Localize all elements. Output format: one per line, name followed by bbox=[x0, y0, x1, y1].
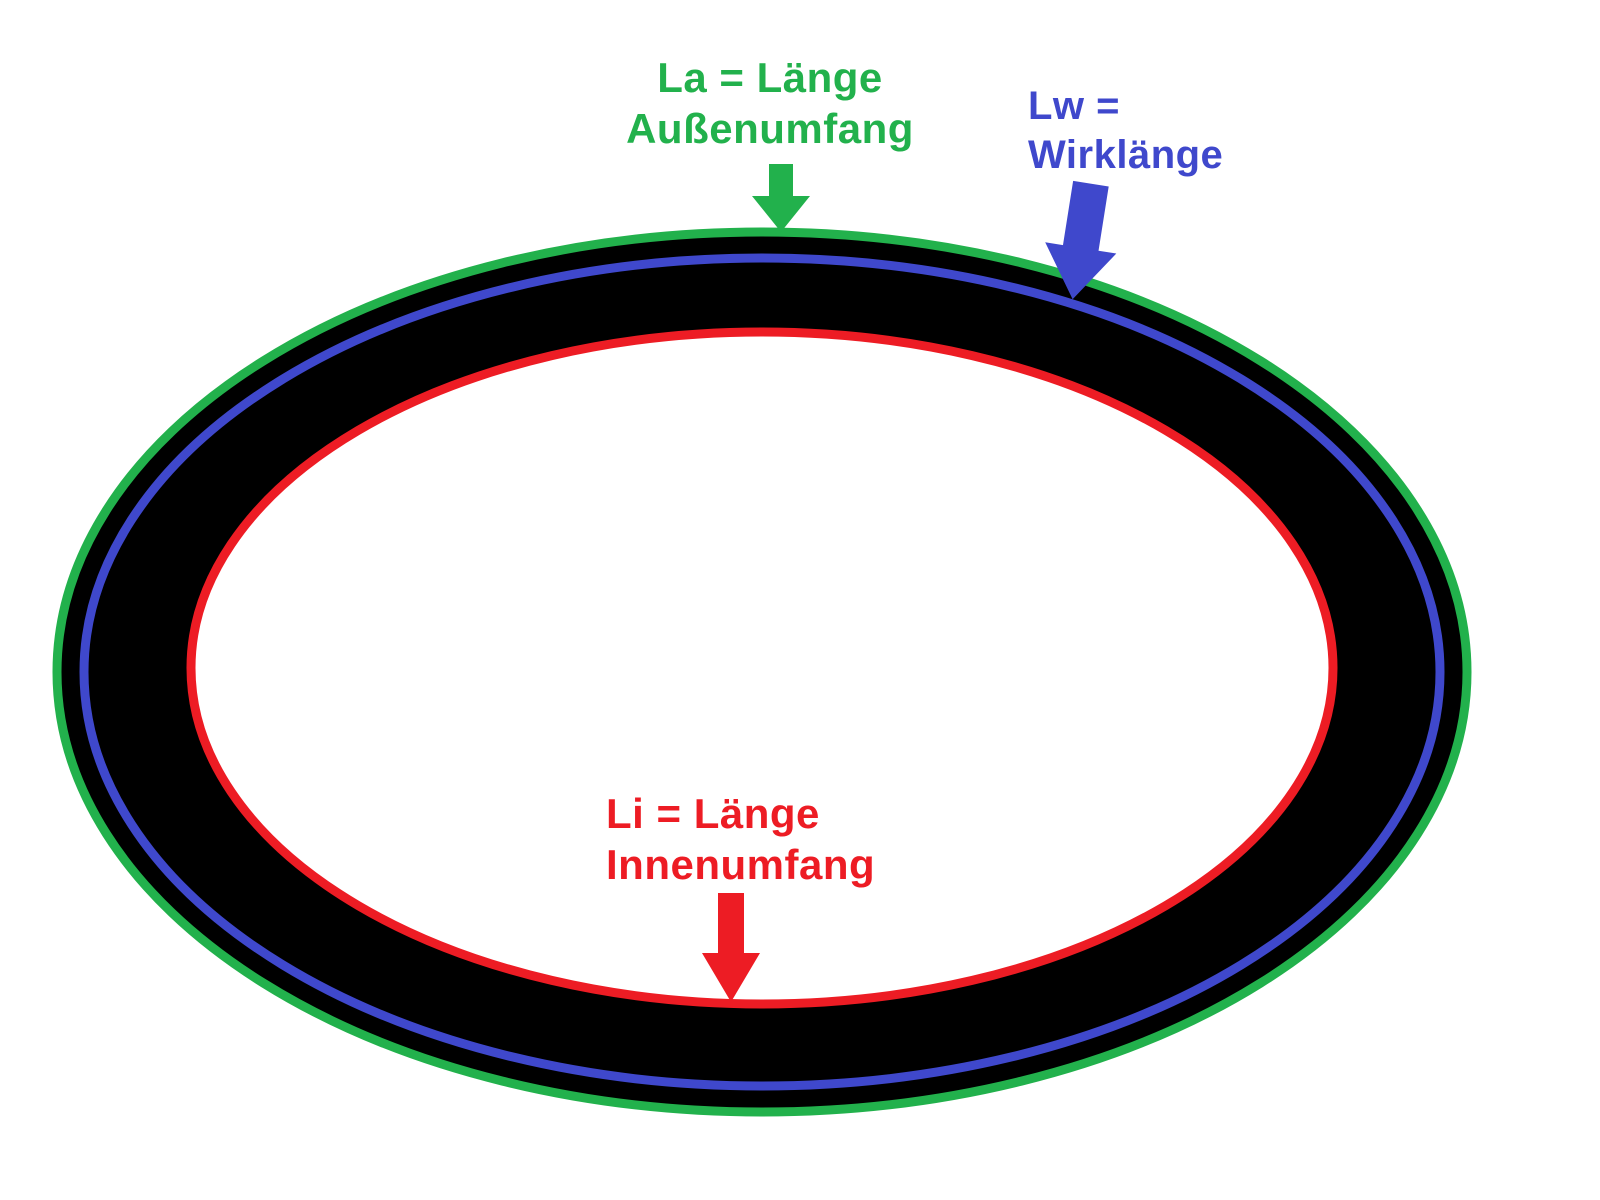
outer-circumference-label: La = Länge Außenumfang bbox=[560, 52, 980, 154]
effective-length-label: Lw = Wirklänge bbox=[1028, 82, 1223, 180]
inner-circumference-arrow-icon bbox=[702, 893, 760, 1002]
effective-length-label-line1: Lw = bbox=[1028, 84, 1121, 128]
outer-circumference-label-line2: Außenumfang bbox=[626, 105, 914, 153]
outer-circumference-arrow-icon bbox=[752, 164, 810, 232]
inner-circumference-label-line1: Li = Länge bbox=[606, 790, 820, 837]
effective-length-label-line2: Wirklänge bbox=[1028, 132, 1224, 177]
effective-length-arrow-icon bbox=[1045, 180, 1117, 300]
outer-circumference-label-line1: La = Länge bbox=[657, 54, 883, 101]
inner-circumference-label-line2: Innenumfang bbox=[606, 841, 876, 889]
inner-circumference-ellipse bbox=[186, 327, 1338, 1009]
effective-length-ellipse bbox=[79, 253, 1445, 1091]
inner-circumference-label: Li = Länge Innenumfang bbox=[606, 788, 875, 890]
